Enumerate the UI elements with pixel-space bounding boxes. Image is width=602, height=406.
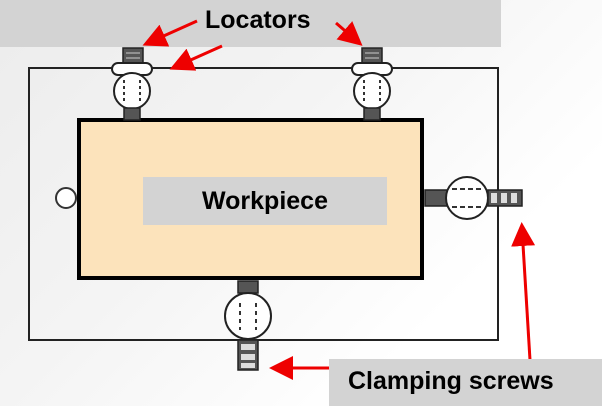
workpiece-label-box [143,177,387,225]
right-clamping-screw [424,176,523,220]
locator-arrow-1 [142,19,198,47]
locator-arrow-2 [169,44,223,71]
top-left-locator [111,47,153,121]
workpiece-label: Workpiece [202,187,328,215]
clamp-arrow-right [511,222,536,361]
clamping-screws-label-box [329,359,602,406]
bottom-clamping-screw [224,280,272,371]
clamping-screws-label: Clamping screws [348,367,554,395]
locators-label-banner [0,0,501,47]
left-locator-pin [55,187,77,209]
locators-label: Locators [205,6,311,34]
top-right-locator [351,47,393,121]
locator-arrow-3 [335,21,363,46]
